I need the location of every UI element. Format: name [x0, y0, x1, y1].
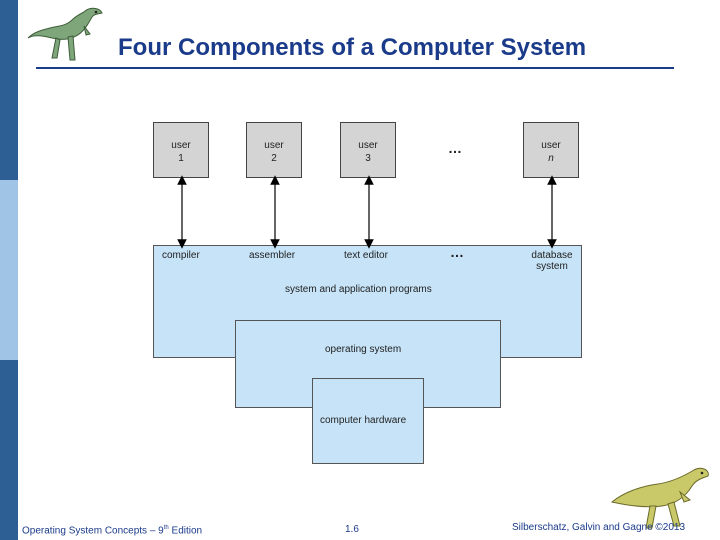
user-box-label: user: [541, 140, 561, 151]
database-label-line1: database: [531, 250, 573, 261]
dinosaur-logo-icon: [27, 7, 103, 61]
user-box-number: 1: [178, 153, 184, 164]
user-box-number: 3: [365, 153, 371, 164]
program-label-compiler: compiler: [162, 250, 200, 261]
footer-page-number: 1.6: [345, 524, 359, 535]
user-box-n: user n: [523, 122, 579, 178]
slide-sidebar: [0, 0, 18, 540]
computer-hardware-label: computer hardware: [320, 415, 407, 426]
programs-ellipsis: …: [450, 244, 466, 260]
sidebar-highlight-band: [0, 180, 18, 360]
title-divider: [36, 67, 674, 69]
user-box-label: user: [358, 140, 378, 151]
footer-book-title-sup: th: [163, 525, 169, 531]
slide-title: Four Components of a Computer System: [118, 34, 587, 61]
program-label-assembler: assembler: [249, 250, 296, 261]
user-box-label: user: [171, 140, 191, 151]
footer-copyright: Silberschatz, Galvin and Gagne ©2013: [512, 522, 686, 533]
user-box-1: user 1: [153, 122, 209, 178]
program-label-text-editor: text editor: [344, 250, 388, 261]
database-label-line2: system: [536, 261, 568, 272]
footer-book-title-end: Edition: [168, 525, 203, 537]
computer-hardware-box: [312, 378, 424, 464]
footer-book-title: Operating System Concepts – 9th Edition: [22, 525, 202, 536]
user-box-3: user 3: [340, 122, 396, 178]
program-label-database-system: database system: [526, 250, 578, 272]
user-box-number: n: [548, 153, 554, 164]
system-application-programs-label: system and application programs: [285, 284, 432, 295]
user-box-2: user 2: [246, 122, 302, 178]
dinosaur-footer-icon: [610, 467, 709, 529]
operating-system-label: operating system: [325, 344, 402, 355]
user-box-label: user: [264, 140, 284, 151]
users-ellipsis: …: [448, 140, 464, 156]
user-box-number: 2: [271, 153, 277, 164]
footer-book-title-text: Operating System Concepts – 9: [22, 525, 164, 537]
